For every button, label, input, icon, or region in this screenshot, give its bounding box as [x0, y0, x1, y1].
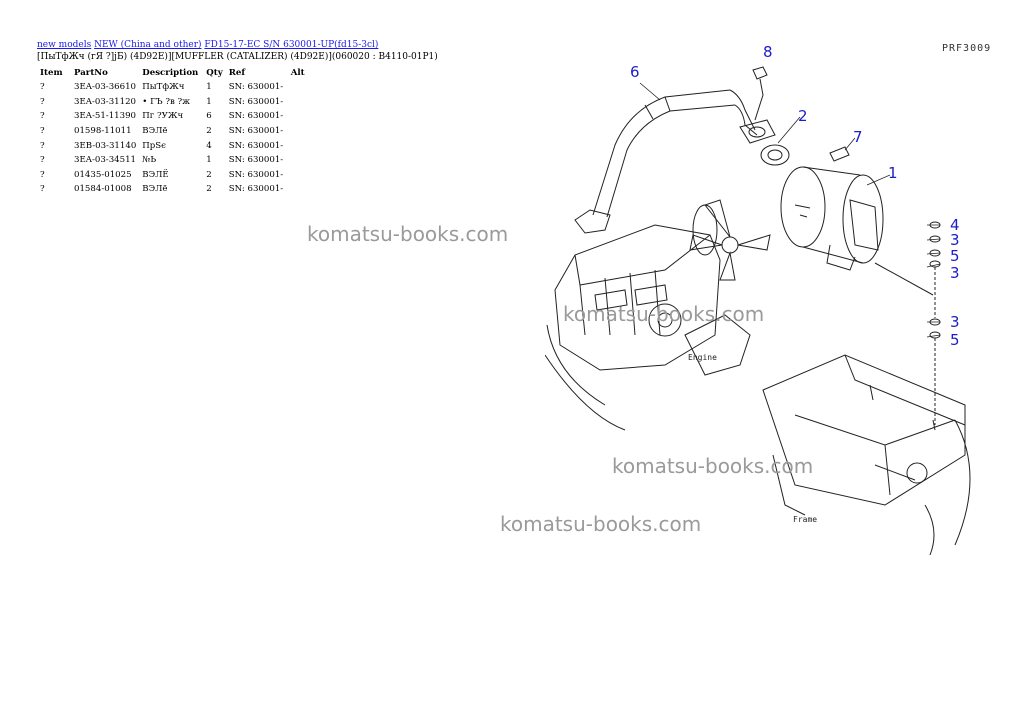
cell-alt [288, 182, 308, 197]
table-row: ? 01435-01025 ВЭЛЁ 2 SN: 630001- [37, 168, 308, 183]
cell-item: ? [40, 155, 45, 166]
muffler-illustration [780, 166, 884, 271]
cell-alt [288, 80, 308, 95]
cell-ref: SN: 630001- [228, 96, 284, 107]
parts-diagram: Engine Frame 8 6 2 7 1 4 3 5 3 3 5 [545, 43, 971, 555]
cell-qty: 1 [206, 96, 212, 107]
col-item-header: Item [40, 68, 63, 78]
cell-partno: 3EA-03-36610 [74, 82, 137, 93]
table-row: ? 01584-01008 ВЭЛё 2 SN: 630001- [37, 182, 308, 197]
cell-alt [288, 153, 308, 168]
cell-description: ПрSє [142, 140, 166, 151]
cell-item: ? [40, 82, 45, 93]
page-subtitle: [ПыТфЖч (гЯ ?]jБ) (4D92E)][MUFFLER (CATA… [37, 52, 438, 62]
callout-6: 6 [630, 63, 640, 81]
table-row: ? 3EA-51-11390 Пг ?УЖч 6 SN: 630001- [37, 109, 308, 124]
nut-illustration [752, 66, 768, 80]
callout-3a: 3 [950, 231, 960, 249]
callout-leaders [639, 82, 941, 338]
col-partno-header: PartNo [74, 68, 108, 78]
table-header-row: Item PartNo Description Qty Ref Alt [37, 66, 308, 80]
cell-ref: SN: 630001- [228, 184, 284, 195]
callout-1: 1 [888, 164, 898, 182]
cell-description: Пг ?УЖч [142, 111, 184, 122]
cell-qty: 1 [206, 155, 212, 166]
cell-item: ? [40, 126, 45, 137]
callout-5a: 5 [950, 247, 960, 265]
callout-3c: 3 [950, 313, 960, 331]
watermark-3: komatsu-books.com [612, 454, 814, 478]
cell-item: ? [40, 169, 45, 180]
cell-item: ? [40, 140, 45, 151]
bolt-illustration [829, 146, 850, 162]
cell-description: №Ь [142, 155, 157, 166]
parts-table: Item PartNo Description Qty Ref Alt ? 3E… [37, 66, 308, 197]
watermark-2: komatsu-books.com [563, 302, 765, 326]
breadcrumb-link-region[interactable]: NEW (China and other) [94, 40, 202, 50]
callout-3b: 3 [950, 264, 960, 282]
cell-alt [288, 138, 308, 153]
engine-label: Engine [688, 353, 717, 362]
breadcrumb: new models NEW (China and other) FD15-17… [37, 40, 378, 50]
cell-partno: 01435-01025 [74, 169, 132, 180]
exhaust-pipe-illustration [592, 89, 758, 218]
callout-5b: 5 [950, 331, 960, 349]
cell-alt [288, 124, 308, 139]
breadcrumb-link-new-models[interactable]: new models [37, 40, 92, 50]
table-row: ? 01598-11011 ВЭЛё 2 SN: 630001- [37, 124, 308, 139]
cell-ref: SN: 630001- [228, 140, 284, 151]
table-row: ? 3EB-03-31140 ПрSє 4 SN: 630001- [37, 138, 308, 153]
watermark-4: komatsu-books.com [500, 512, 702, 536]
callout-7: 7 [853, 128, 863, 146]
cell-item: ? [40, 96, 45, 107]
cell-partno: 01584-01008 [74, 184, 132, 195]
cell-description: ВЭЛё [142, 184, 168, 195]
cell-description: ВЭЛё [142, 126, 168, 137]
callout-2: 2 [798, 107, 808, 125]
cell-alt [288, 168, 308, 183]
cell-qty: 2 [206, 184, 212, 195]
watermark-1: komatsu-books.com [307, 222, 509, 246]
col-qty-header: Qty [206, 68, 223, 78]
col-ref-header: Ref [228, 68, 246, 78]
cell-qty: 2 [206, 169, 212, 180]
cell-ref: SN: 630001- [228, 126, 284, 137]
cell-partno: 3EB-03-31140 [74, 140, 137, 151]
cell-partno: 3EA-03-31120 [74, 96, 137, 107]
cell-ref: SN: 630001- [228, 169, 284, 180]
figure-code: PRF3009 [942, 43, 992, 54]
cell-description: ПыТфЖч [142, 82, 185, 93]
cell-item: ? [40, 184, 45, 195]
frame-label: Frame [793, 515, 817, 524]
cell-alt [288, 109, 308, 124]
table-row: ? 3EA-03-34511 №Ь 1 SN: 630001- [37, 153, 308, 168]
cell-qty: 4 [206, 140, 212, 151]
cell-partno: 3EA-03-34511 [74, 155, 137, 166]
callout-8: 8 [763, 43, 773, 61]
breadcrumb-link-model[interactable]: FD15-17-EC S/N 630001-UP(fd15-3cl) [204, 40, 379, 50]
cell-description: • ГЪ ?в ?ж [142, 96, 191, 107]
cell-qty: 2 [206, 126, 212, 137]
col-alt-header: Alt [290, 68, 305, 78]
cell-description: ВЭЛЁ [142, 169, 169, 180]
cell-ref: SN: 630001- [228, 82, 284, 93]
cell-alt [288, 95, 308, 110]
col-description-header: Description [142, 68, 199, 78]
gasket-illustration [739, 119, 790, 166]
cell-ref: SN: 630001- [228, 111, 284, 122]
cell-item: ? [40, 111, 45, 122]
engine-illustration [545, 199, 771, 431]
washer-stack-illustration [874, 221, 941, 425]
table-row: ? 3EA-03-36610 ПыТфЖч 1 SN: 630001- [37, 80, 308, 95]
cell-partno: 3EA-51-11390 [74, 111, 137, 122]
table-row: ? 3EA-03-31120 • ГЪ ?в ?ж 1 SN: 630001- [37, 95, 308, 110]
cell-ref: SN: 630001- [228, 155, 284, 166]
frame-illustration [762, 354, 971, 555]
callout-4: 4 [950, 216, 960, 234]
cell-qty: 6 [206, 111, 212, 122]
cell-qty: 1 [206, 82, 212, 93]
cell-partno: 01598-11011 [74, 126, 132, 137]
